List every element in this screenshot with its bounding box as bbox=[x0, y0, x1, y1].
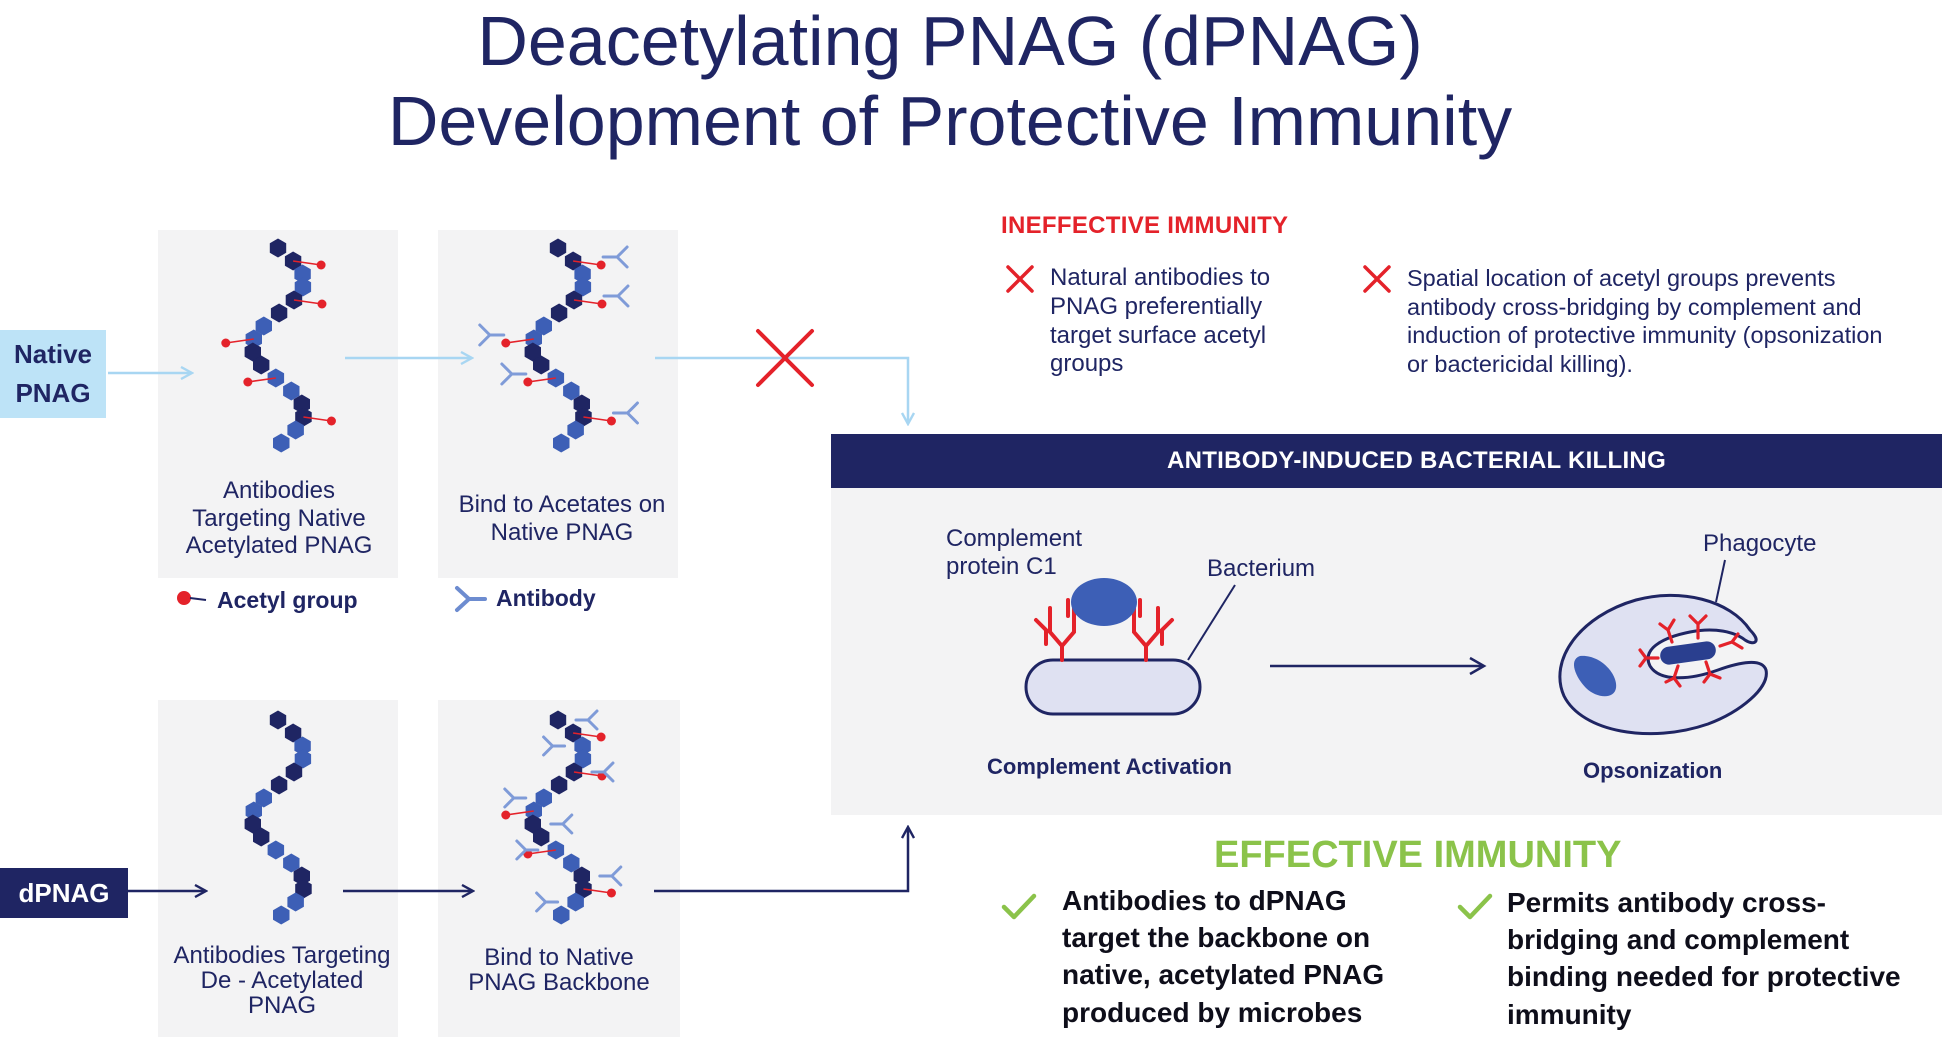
opsonization-label: Opsonization bbox=[1583, 758, 1723, 783]
killing-box bbox=[831, 434, 1942, 815]
bacterium-label: Bacterium bbox=[1207, 555, 1316, 582]
pnag-bound-acetate-molecule bbox=[478, 238, 639, 453]
phagocyte-label: Phagocyte bbox=[1703, 530, 1817, 557]
effective-heading: EFFECTIVE IMMUNITY bbox=[1214, 834, 1622, 876]
dpnag-molecule bbox=[244, 710, 312, 925]
effective-item-1: Antibodies to dPNAG target the backbone … bbox=[1062, 885, 1385, 1028]
dpnag-tag: dPNAG bbox=[0, 868, 128, 918]
caption-native-bind: Bind to Acetates on Native PNAG bbox=[458, 491, 666, 546]
native-pnag-label: Native PNAG bbox=[13, 339, 93, 408]
acetyl-legend-label: Acetyl group bbox=[217, 587, 358, 613]
killing-banner-label: ANTIBODY-INDUCED BACTERIAL KILLING bbox=[1166, 447, 1667, 474]
dpnag-bound-molecule bbox=[501, 709, 623, 925]
caption-d-antibodies: Antibodies Targeting De - Acetylated PNA… bbox=[173, 942, 391, 1020]
arrow-d-3 bbox=[654, 827, 908, 893]
antibody-legend-icon bbox=[455, 586, 487, 612]
panel-native-antibodies bbox=[158, 230, 398, 578]
ineffective-item-1: Natural antibodies to PNAG preferentiall… bbox=[1050, 264, 1271, 378]
pnag-acetylated-molecule bbox=[221, 238, 336, 453]
complement-activation-illustration bbox=[1024, 578, 1236, 716]
ineffective-item-2: Spatial location of acetyl groups preven… bbox=[1407, 265, 1883, 377]
complement-protein-label: Complement protein C1 bbox=[946, 525, 1083, 580]
native-pnag-tag: Native PNAG bbox=[0, 330, 106, 418]
ineffective-heading: INEFFECTIVE IMMUNITY bbox=[1001, 212, 1289, 239]
title-line-1: Deacetylating PNAG (dPNAG) bbox=[477, 2, 1423, 80]
panel-d-antibodies bbox=[158, 700, 398, 1037]
killing-banner: ANTIBODY-INDUCED BACTERIAL KILLING bbox=[831, 434, 1942, 488]
complement-activation-label: Complement Activation bbox=[987, 754, 1232, 779]
acetyl-legend-icon bbox=[177, 591, 207, 605]
blocked-x-icon bbox=[756, 329, 814, 387]
caption-native-antibodies: Antibodies Targeting Native Acetylated P… bbox=[185, 477, 373, 560]
phagocyte-illustration bbox=[1558, 559, 1768, 736]
antibody-legend-label: Antibody bbox=[496, 585, 596, 611]
panel-d-bind bbox=[438, 700, 680, 1037]
process-arrow bbox=[1270, 656, 1487, 676]
title-line-2: Development of Protective Immunity bbox=[387, 82, 1513, 160]
check-icon bbox=[1001, 893, 1037, 920]
effective-item-2: Permits antibody cross-bridging and comp… bbox=[1507, 887, 1901, 1030]
x-icon bbox=[1006, 265, 1034, 293]
x-icon bbox=[1363, 265, 1391, 293]
caption-d-bind: Bind to Native PNAG Backbone bbox=[468, 944, 650, 997]
check-icon bbox=[1457, 893, 1493, 920]
dpnag-label: dPNAG bbox=[18, 877, 110, 908]
